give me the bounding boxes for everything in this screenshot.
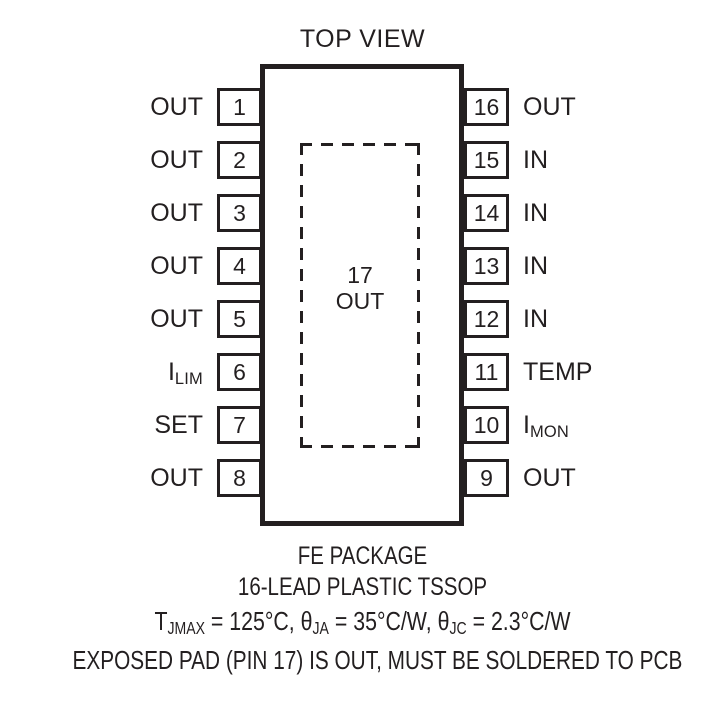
pin-row: 10 IMON — [464, 406, 654, 444]
pin-label-10: IMON — [523, 410, 570, 441]
pin-box-10: 10 — [464, 406, 509, 444]
theta-jc-symbol: θ — [437, 606, 450, 636]
exposed-pad-note: EXPOSED PAD (PIN 17) IS OUT, MUST BE SOL… — [0, 645, 725, 676]
pin-row: 15 IN — [464, 141, 654, 179]
pin-box-15: 15 — [464, 141, 509, 179]
exposed-pad-note-text: EXPOSED PAD (PIN 17) IS OUT, MUST BE SOL… — [72, 645, 683, 675]
package-caption: FE PACKAGE 16-LEAD PLASTIC TSSOP — [0, 541, 725, 602]
pin-box-4: 4 — [217, 247, 262, 285]
tjmax-value: = 125°C, — [204, 606, 301, 636]
pin-row: 14 IN — [464, 194, 654, 232]
tjmax-symbol: T — [154, 606, 168, 636]
pin-label-4: OUT — [150, 251, 203, 280]
pin-box-12: 12 — [464, 300, 509, 338]
pin-label-12: IN — [523, 304, 548, 333]
pin-label-8: OUT — [150, 463, 203, 492]
exposed-pad-pin-number: 17 — [347, 262, 373, 288]
tjmax-subscript: JMAX — [167, 618, 205, 639]
pin-row: OUT 1 — [110, 88, 262, 126]
pin-box-13: 13 — [464, 247, 509, 285]
pin-box-5: 5 — [217, 300, 262, 338]
pin-row: OUT 3 — [110, 194, 262, 232]
pin-box-3: 3 — [217, 194, 262, 232]
page-title: TOP VIEW — [299, 25, 426, 53]
pin-label-15: IN — [523, 145, 548, 174]
pin-row: 12 IN — [464, 300, 654, 338]
package-type: 16-LEAD PLASTIC TSSOP — [237, 572, 488, 601]
pin-box-16: 16 — [464, 88, 509, 126]
pin-box-6: 6 — [217, 353, 262, 391]
exposed-pad-pin-name: OUT — [335, 287, 385, 314]
pin-label-subscript: MON — [529, 422, 570, 441]
pin-row: 11 TEMP — [464, 353, 654, 391]
pin-row: OUT 4 — [110, 247, 262, 285]
pin-label-16: OUT — [523, 92, 576, 121]
pin-row: OUT 5 — [110, 300, 262, 338]
thermal-specs: TJMAX = 125°C, θJA = 35°C/W, θJC = 2.3°C… — [0, 606, 725, 639]
pin-label-5: OUT — [150, 304, 203, 333]
pin-row: OUT 8 — [110, 459, 262, 497]
pin-row: SET 7 — [110, 406, 262, 444]
pin-row: 9 OUT — [464, 459, 654, 497]
pin-row: 16 OUT — [464, 88, 654, 126]
pin-box-14: 14 — [464, 194, 509, 232]
pin-label-subscript: LIM — [174, 369, 203, 388]
pin-row: ILIM 6 — [110, 353, 262, 391]
theta-ja-value: = 35°C/W, — [328, 606, 438, 636]
pin-box-2: 2 — [217, 141, 262, 179]
pin-label-14: IN — [523, 198, 548, 227]
pin-box-11: 11 — [464, 353, 509, 391]
pin-box-8: 8 — [217, 459, 262, 497]
pin-box-7: 7 — [217, 406, 262, 444]
exposed-pad-outline: 17 OUT — [300, 143, 420, 448]
pin-label-9: OUT — [523, 463, 576, 492]
pin-box-9: 9 — [464, 459, 509, 497]
pin-label-1: OUT — [150, 92, 203, 121]
package-name: FE PACKAGE — [297, 542, 428, 570]
exposed-pad-label-group: 17 OUT — [300, 262, 420, 315]
pin-row: OUT 2 — [110, 141, 262, 179]
pin-label-13: IN — [523, 251, 548, 280]
pin-label-3: OUT — [150, 198, 203, 227]
pin-label-6: ILIM — [167, 357, 203, 388]
theta-ja-symbol: θ — [300, 606, 313, 636]
pin-label-2: OUT — [150, 145, 203, 174]
pin-label-11: TEMP — [523, 357, 593, 386]
pin-box-1: 1 — [217, 88, 262, 126]
pin-label-7: SET — [154, 410, 203, 439]
thermal-specs-line: TJMAX = 125°C, θJA = 35°C/W, θJC = 2.3°C… — [65, 606, 660, 639]
theta-jc-value: = 2.3°C/W — [466, 606, 571, 636]
pin-row: 13 IN — [464, 247, 654, 285]
theta-jc-subscript: JC — [449, 618, 467, 639]
theta-ja-subscript: JA — [312, 618, 329, 639]
